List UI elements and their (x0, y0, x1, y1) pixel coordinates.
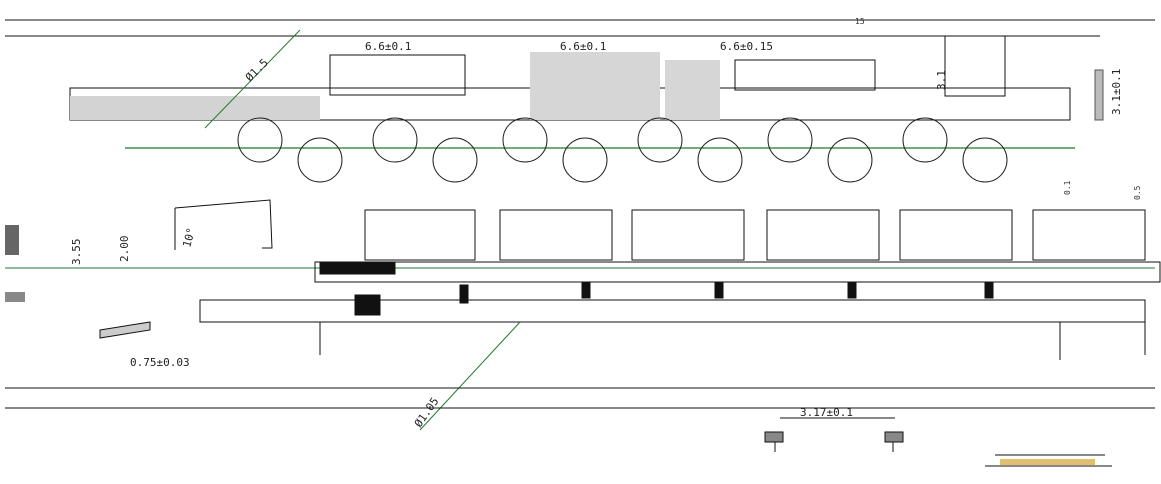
black-feature (354, 294, 381, 316)
dim-diameter-upper: Ø1.5 (243, 56, 271, 84)
black-feature (581, 281, 591, 299)
width-foot-right (884, 431, 904, 443)
contact-circle (297, 137, 343, 183)
contact-circle (827, 137, 873, 183)
diagonal-leader-upper (204, 29, 301, 129)
cavity-4 (329, 54, 466, 96)
contact-circles (237, 117, 1008, 183)
contact-circle (562, 137, 608, 183)
dim-left-depth: 2.00 (118, 236, 131, 263)
contact-circle (237, 117, 283, 163)
contact-circle (502, 117, 548, 163)
part-hatch (1000, 459, 1095, 465)
black-feature (319, 261, 396, 275)
bottom-width-detail (764, 417, 904, 452)
dim-small-right: 0.1 (1063, 180, 1072, 195)
width-foot-left (764, 431, 784, 443)
contact-circle (962, 137, 1008, 183)
lower-rail (199, 299, 1146, 323)
pocket-box (364, 209, 476, 261)
dim-pitch-3: 6.6±0.15 (720, 40, 773, 53)
contact-circle (767, 117, 813, 163)
pocket-box (766, 209, 880, 261)
black-feature (714, 281, 724, 299)
dim-gap-right: 0.5 (1133, 185, 1142, 200)
contact-circle (432, 137, 478, 183)
black-feature (847, 281, 857, 299)
contact-circle (372, 117, 418, 163)
black-feature (984, 281, 994, 299)
pocket-box (631, 209, 745, 261)
diagonal-leader-lower (419, 321, 521, 431)
top-view (5, 19, 1155, 129)
dim-height-right: 3.1±0.1 (1110, 69, 1123, 115)
cavity-3 (665, 60, 720, 120)
cavity-1 (70, 96, 320, 120)
left-foot (5, 292, 25, 302)
side-view (5, 199, 1161, 431)
dim-left-thickness: 0.75±0.03 (130, 356, 190, 369)
dim-right-vertical: 3.1 (935, 70, 948, 90)
black-feature (459, 284, 469, 304)
contact-circle (697, 137, 743, 183)
cavity-2 (530, 52, 660, 120)
dim-left-height: 3.55 (70, 239, 83, 266)
dim-bottom-width: 3.17±0.1 (800, 406, 853, 419)
dim-top-small: 15 (855, 17, 865, 26)
contact-circle (637, 117, 683, 163)
dim-pitch-2: 6.6±0.1 (560, 40, 606, 53)
pocket-box (1032, 209, 1146, 261)
left-hatched-block (5, 225, 19, 255)
right-hatched-wall (1094, 69, 1104, 121)
thickness-detail (99, 321, 151, 339)
dim-left-angle: 10° (180, 226, 198, 249)
dim-diameter-lower: Ø1.05 (412, 395, 442, 430)
bottom-right-part (985, 454, 1112, 467)
pocket-box (899, 209, 1013, 261)
contact-circle (902, 117, 948, 163)
lower-body (314, 261, 1161, 283)
dim-pitch-1: 6.6±0.1 (365, 40, 411, 53)
cavity-5 (734, 59, 876, 91)
angle-detail (174, 199, 273, 249)
pocket-box (499, 209, 613, 261)
right-column (944, 35, 1006, 97)
